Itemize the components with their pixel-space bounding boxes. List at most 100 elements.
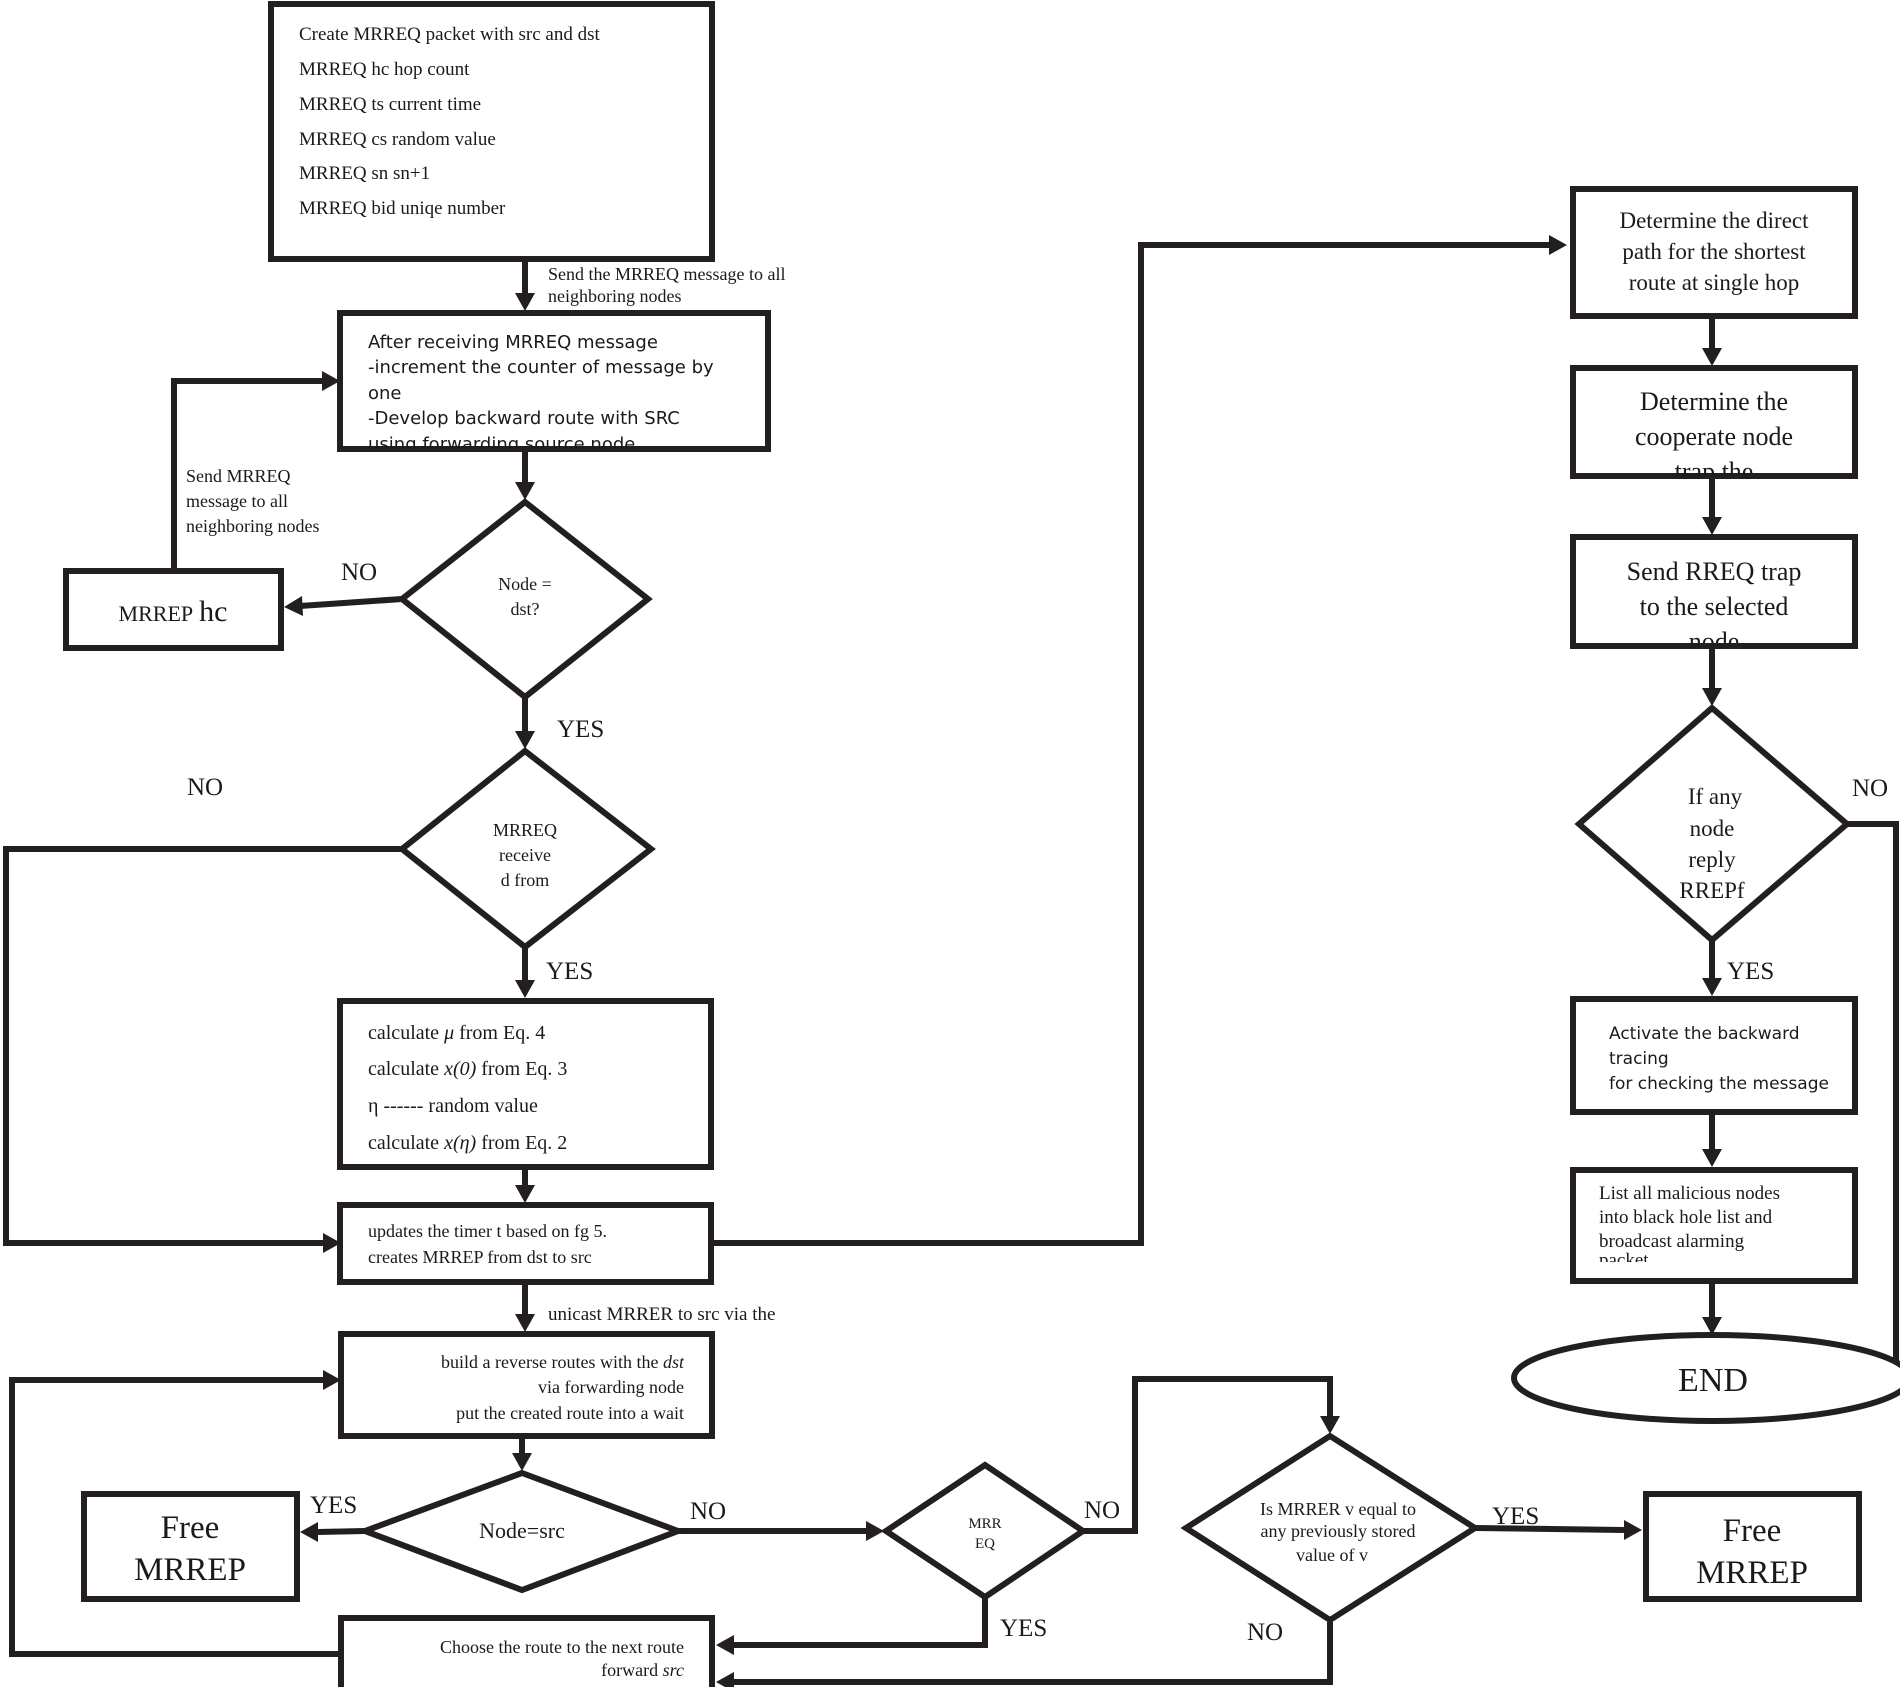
determine-cooperate-line: cooperate node xyxy=(1635,422,1793,451)
arrowhead xyxy=(1549,235,1567,255)
choose-text: forward xyxy=(601,1660,662,1680)
create-line: MRREQ hc hop count xyxy=(299,59,470,80)
choose-route-line: Choose the route to the next route xyxy=(440,1637,684,1657)
arrowhead xyxy=(1702,348,1722,366)
arrowhead xyxy=(512,1453,532,1471)
mrreq-received-decision xyxy=(397,747,656,951)
is-mrrer-decision xyxy=(1180,1432,1481,1624)
arrowhead xyxy=(515,482,535,500)
arrowhead xyxy=(284,596,303,616)
updates-timer-line: creates MRREP from dst to src xyxy=(368,1247,592,1267)
free-mrrep-left-label: MRREP xyxy=(134,1552,246,1588)
after-receiving-line: one xyxy=(368,383,402,404)
arrowhead xyxy=(322,371,340,391)
end-terminal xyxy=(1511,1332,1900,1424)
if-any-reply-decision xyxy=(1574,704,1852,944)
arrowhead xyxy=(515,1185,535,1203)
build-text: build a reverse routes with the xyxy=(441,1352,663,1372)
build-reverse-line: via forwarding node xyxy=(538,1377,684,1397)
create-line: Create MRREQ packet with src and dst xyxy=(299,24,600,45)
mrreq-small-label: EQ xyxy=(975,1536,995,1552)
calc-text: from Eq. 2 xyxy=(476,1132,567,1154)
choose-route-line: forward src xyxy=(601,1660,684,1680)
node-dst-decision xyxy=(397,498,653,701)
list-malicious-line: List all malicious nodes xyxy=(1599,1183,1780,1204)
edge-label-send-all: neighboring nodes xyxy=(548,286,681,306)
after-receiving-line: using forwarding source node xyxy=(368,434,635,455)
arrowhead xyxy=(1624,1520,1642,1540)
node-src-decision xyxy=(356,1469,687,1594)
arrowhead xyxy=(1702,688,1722,706)
arrowhead xyxy=(1702,1317,1722,1335)
edge-label-yes: YES xyxy=(1000,1615,1047,1642)
calc-text: η ------ random value xyxy=(368,1095,538,1117)
edge-received-no xyxy=(3,846,402,1246)
end-label: END xyxy=(1678,1362,1748,1399)
build-reverse-line: put the created route into a wait xyxy=(456,1403,684,1423)
build-reverse-line: build a reverse routes with the dst xyxy=(441,1352,685,1372)
free-mrrep-left-label: Free xyxy=(161,1510,220,1546)
determine-direct-box xyxy=(1570,186,1858,319)
is-mrrer-label: value of v xyxy=(1296,1545,1368,1565)
after-receiving-line: -Develop backward route with SRC xyxy=(368,408,680,429)
if-any-reply-label: reply xyxy=(1688,847,1736,872)
edge-label-unicast: unicast MRRER to src via the xyxy=(548,1304,775,1325)
choose-italic: src xyxy=(663,1660,684,1680)
arrowhead xyxy=(1702,1149,1722,1167)
arrowhead xyxy=(1320,1416,1340,1434)
edge-hc-loop xyxy=(171,378,322,570)
edge-label-no: NO xyxy=(187,774,223,801)
send-rreq-line: Send RREQ trap xyxy=(1627,557,1802,586)
edge-mini-no xyxy=(1083,1376,1333,1534)
edge-choose-loop xyxy=(9,1377,340,1657)
create-line: MRREQ cs random value xyxy=(299,129,496,150)
calculate-box xyxy=(337,998,714,1170)
arrowhead xyxy=(323,1370,341,1390)
arrowhead xyxy=(716,1635,734,1655)
after-receiving-box xyxy=(337,310,771,452)
choose-route-box xyxy=(338,1615,715,1687)
edge-label-send-left: Send MRREQ xyxy=(186,466,291,486)
arrowhead xyxy=(300,1522,318,1542)
edge-mini-yes xyxy=(734,1598,988,1648)
calc-symbol: x(η) xyxy=(443,1132,476,1154)
arrowhead xyxy=(716,1672,734,1687)
edge-label-yes: YES xyxy=(1727,958,1774,985)
node-dst-label: Node = xyxy=(498,574,552,594)
edge-label-send-left: neighboring nodes xyxy=(186,516,319,536)
free-mrrep-right-label: MRREP xyxy=(1696,1555,1808,1591)
determine-cooperate-line: trap the xyxy=(1675,457,1754,486)
calc-text: from Eq. 4 xyxy=(454,1022,545,1044)
updates-timer-box xyxy=(337,1202,714,1285)
free-mrrep-right-label: Free xyxy=(1723,1513,1782,1549)
edge-label-yes: YES xyxy=(546,958,593,985)
arrowhead xyxy=(866,1521,884,1541)
determine-direct-line: Determine the direct xyxy=(1619,208,1809,233)
build-text: put the created route into a wait xyxy=(456,1403,684,1423)
list-malicious-line: into black hole list and xyxy=(1599,1207,1773,1228)
build-reverse-box xyxy=(338,1331,715,1439)
activate-backward-box xyxy=(1570,996,1858,1115)
connectors xyxy=(3,235,1899,1687)
edge-label-no: NO xyxy=(341,559,377,586)
free-mrrep-left-box xyxy=(81,1491,300,1602)
after-receiving-line: After receiving MRREQ message xyxy=(368,332,658,353)
if-any-reply-label: node xyxy=(1690,816,1735,841)
determine-direct-line: path for the shortest xyxy=(1622,239,1806,264)
determine-cooperate-box xyxy=(1570,365,1858,479)
calc-text: from Eq. 3 xyxy=(476,1058,567,1080)
arrowhead xyxy=(515,293,535,311)
mrreq-small-label: MRR xyxy=(968,1516,1001,1532)
calc-text: calculate xyxy=(368,1058,444,1080)
list-malicious-line: broadcast alarming xyxy=(1599,1231,1745,1252)
node-dst-label: dst? xyxy=(511,599,540,619)
if-any-reply-label: If any xyxy=(1688,784,1743,809)
node-src-label: Node=src xyxy=(479,1518,565,1543)
activate-backward-line: for checking the message xyxy=(1609,1074,1829,1094)
mrreq-received-label: receive xyxy=(499,845,551,865)
arrowhead xyxy=(323,1233,341,1253)
create-line: MRREQ bid uniqe number xyxy=(299,198,506,219)
calculate-line: calculate μ from Eq. 4 xyxy=(368,1022,545,1044)
send-rreq-line: node xyxy=(1689,627,1740,656)
